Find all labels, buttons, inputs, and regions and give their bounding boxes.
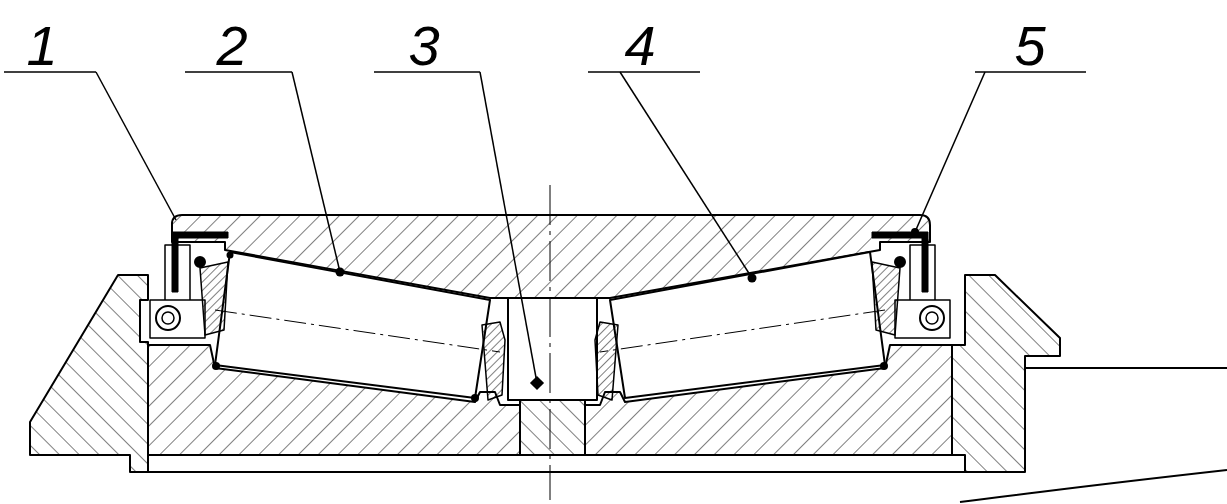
callout-number: 2 <box>216 18 247 74</box>
spacer <box>508 298 597 400</box>
spacer <box>520 400 585 455</box>
cage <box>595 322 618 400</box>
seal-spring <box>195 257 205 267</box>
cage <box>872 262 900 335</box>
leader-line <box>292 72 340 272</box>
seal-case <box>872 232 928 292</box>
leader-line <box>96 72 176 220</box>
leader-line <box>915 72 985 232</box>
leader-dot <box>530 376 544 390</box>
callout-number: 1 <box>26 18 57 74</box>
cage <box>200 262 228 335</box>
roller <box>610 252 885 398</box>
centre-line <box>550 185 551 500</box>
callout-number: 5 <box>1014 18 1045 74</box>
leader-dot <box>336 268 345 277</box>
seal-spring <box>920 306 944 330</box>
left-housing <box>30 275 148 472</box>
leader-dot <box>748 274 757 283</box>
leader-line <box>620 72 752 278</box>
callout-number: 3 <box>408 18 439 74</box>
seal-case <box>172 232 228 292</box>
leader-line <box>480 72 537 383</box>
shaft <box>960 368 1227 502</box>
right-housing <box>952 275 1060 472</box>
seal-spring <box>895 257 905 267</box>
cage <box>482 322 505 400</box>
seal-spring <box>156 306 180 330</box>
leader-dot <box>911 228 919 236</box>
bore-line <box>130 471 1025 473</box>
callout-number: 4 <box>624 18 655 74</box>
roller <box>215 252 490 398</box>
